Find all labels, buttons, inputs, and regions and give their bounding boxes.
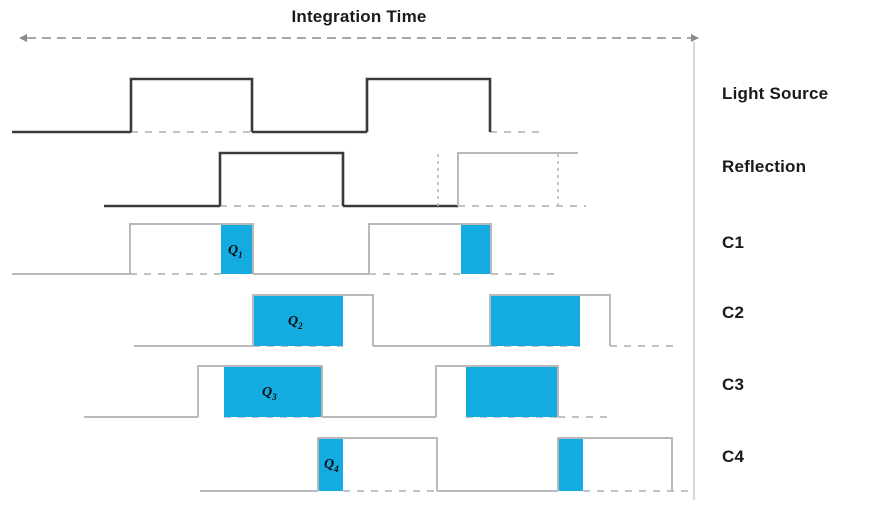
- pulse-outline-c1-1: [129, 223, 254, 274]
- row-label-light-source: Light Source: [722, 84, 828, 103]
- figure-title: Integration Time: [291, 7, 426, 26]
- row-label-reflection: Reflection: [722, 157, 806, 176]
- charge-symbol-c1: Q: [228, 243, 238, 258]
- charge-fill-c4-1: [318, 438, 343, 491]
- charge-symbol-c2: Q: [288, 314, 298, 329]
- pulse-outline-c2-2: [489, 294, 611, 346]
- waveform-row-c3: Q3 C3: [84, 365, 744, 418]
- pulse-outline-c4-2: [557, 437, 673, 491]
- charge-subscript-c4: 4: [333, 464, 339, 474]
- charge-label-c2: Q2: [288, 314, 303, 331]
- charge-fill-c3-1: [224, 366, 322, 417]
- waveform-row-c4: Q4 C4: [200, 437, 744, 492]
- charge-subscript-c3: 3: [271, 392, 277, 402]
- charge-symbol-c4: Q: [324, 457, 334, 472]
- pulse-outline-light-source-1: [129, 77, 254, 132]
- charge-fill-c1-2: [461, 224, 491, 274]
- charge-symbol-c3: Q: [262, 385, 272, 400]
- waveform-row-reflection: Reflection: [104, 151, 806, 208]
- charge-label-c4: Q4: [324, 457, 339, 474]
- pulse-outline-c3-2: [435, 365, 559, 417]
- charge-fill-c1-1: [221, 224, 253, 274]
- charge-label-c3: Q3: [262, 385, 277, 402]
- pulse-outline-c4-1: [317, 437, 438, 491]
- row-label-c2: C2: [722, 303, 744, 322]
- charge-subscript-c1: 1: [238, 250, 243, 260]
- waveform-row-c2: Q2 C2: [134, 294, 744, 347]
- pulse-outline-light-source-2: [365, 77, 492, 132]
- pulse-outline-reflection-1: [218, 151, 345, 206]
- pulse-outline-c2-1: [252, 294, 374, 346]
- waveform-row-c1: Q1 C1: [12, 223, 744, 275]
- ghost-pulse-reflection: [457, 152, 578, 206]
- row-label-c3: C3: [722, 375, 744, 394]
- row-label-c1: C1: [722, 233, 744, 252]
- charge-fill-c2-2: [490, 295, 580, 346]
- row-label-c4: C4: [722, 447, 744, 466]
- waveform-row-light-source: Light Source: [12, 77, 828, 134]
- charge-fill-c3-2: [466, 366, 558, 417]
- pulse-outline-c1-2: [368, 223, 492, 274]
- charge-fill-c4-2: [558, 438, 583, 491]
- charge-label-c1: Q1: [228, 243, 243, 260]
- charge-fill-c2-1: [253, 295, 343, 346]
- charge-subscript-c2: 2: [297, 321, 303, 331]
- pulse-outline-c3-1: [197, 365, 323, 417]
